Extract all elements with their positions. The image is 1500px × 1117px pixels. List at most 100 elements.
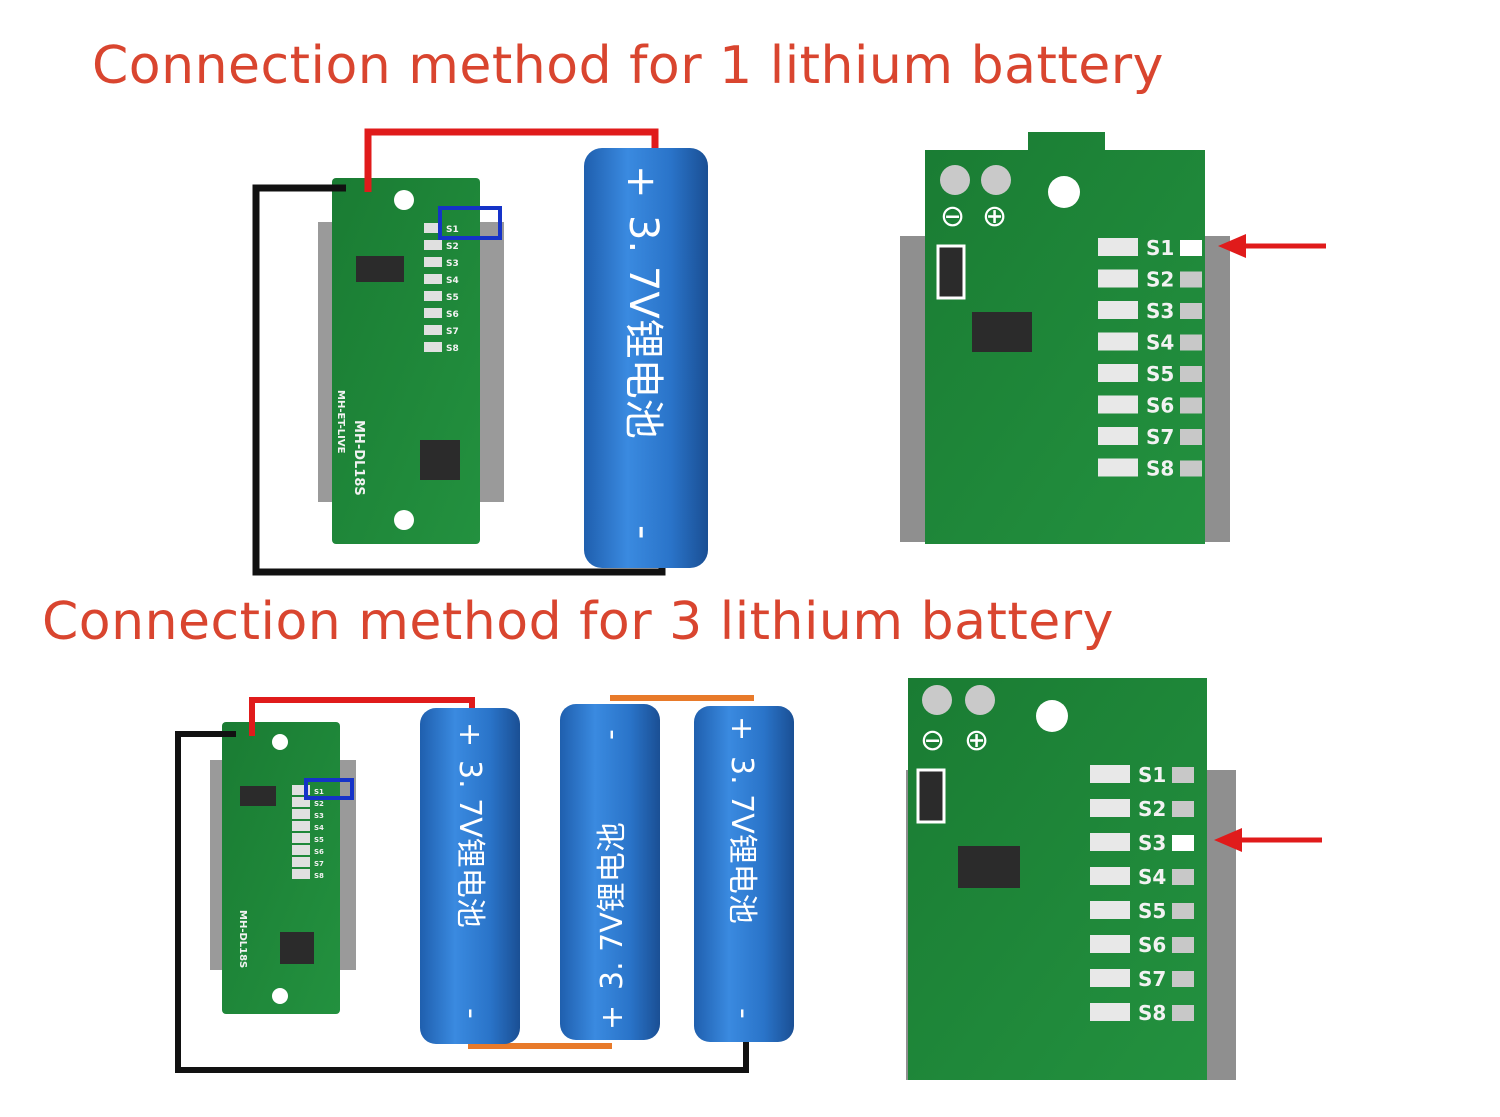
pad-label: S6 xyxy=(1138,933,1166,957)
smd-resistor xyxy=(1090,799,1130,817)
pad-label: S2 xyxy=(314,800,324,808)
led-pad xyxy=(1172,801,1194,817)
battery-cell-1 xyxy=(420,708,520,1044)
led-pad xyxy=(1180,303,1202,319)
battery-plus: + xyxy=(595,1005,630,1030)
title-one-cell: Connection method for 1 lithium battery xyxy=(92,36,1164,96)
led-pad xyxy=(1180,366,1202,382)
mount-hole xyxy=(394,190,414,210)
smd-resistor xyxy=(1098,395,1138,414)
regulator-chip xyxy=(972,312,1032,352)
led-pad xyxy=(1180,334,1202,351)
smd-pad xyxy=(292,845,310,855)
negative-wire xyxy=(175,731,749,1073)
pad-label: S8 xyxy=(1138,1001,1166,1025)
pad-label: S3 xyxy=(314,812,324,820)
pad-label: S2 xyxy=(1138,797,1166,821)
smd-pad xyxy=(424,274,442,284)
smd-resistor xyxy=(1098,238,1138,256)
pos-symbol: ⊕ xyxy=(982,199,1007,234)
battery-plus: + xyxy=(724,716,759,741)
pad-label: S7 xyxy=(1138,967,1166,991)
smd-pad xyxy=(424,308,442,318)
mount-hole xyxy=(394,510,414,530)
pad-label: S1 xyxy=(1146,236,1174,260)
pad-label: S8 xyxy=(314,872,324,880)
led-pad xyxy=(1180,240,1202,256)
led-pad xyxy=(1180,460,1202,477)
board-model-secondary: MH-ET-LIVE xyxy=(335,390,346,454)
mount-hole xyxy=(272,988,288,1004)
positive-wire xyxy=(364,128,659,192)
led-pad xyxy=(1172,835,1194,851)
smd-pad xyxy=(424,257,442,267)
pad-label: S6 xyxy=(446,310,459,320)
pad-label: S1 xyxy=(446,225,459,235)
pad-label: S8 xyxy=(446,344,459,354)
smd-resistor xyxy=(1090,765,1130,783)
pad-label: S5 xyxy=(1138,899,1166,923)
led-pad xyxy=(1180,271,1202,288)
pin-hole-pos xyxy=(981,165,1011,195)
smd-pad xyxy=(292,785,310,795)
smd-resistor xyxy=(1090,833,1130,851)
smd-pad xyxy=(424,223,442,233)
led-pad xyxy=(1172,971,1194,987)
pad-highlight-box xyxy=(304,778,354,800)
battery-minus: - xyxy=(454,1008,489,1019)
negative-wire xyxy=(252,184,666,576)
smd-resistor xyxy=(1090,1003,1130,1021)
smd-resistor xyxy=(1098,458,1138,477)
smd-pad xyxy=(292,809,310,819)
pad-label: S3 xyxy=(446,259,459,269)
pad-label: S1 xyxy=(1138,763,1166,787)
led-pad xyxy=(1180,429,1202,445)
led-pad xyxy=(1172,903,1194,919)
smd-resistor xyxy=(1098,332,1138,351)
pad-label: S3 xyxy=(1138,831,1166,855)
regulator-chip xyxy=(240,786,276,806)
battery-minus: - xyxy=(726,1008,761,1019)
smd-pad xyxy=(424,240,442,250)
battery-cell-3 xyxy=(694,706,794,1042)
pad-label: S2 xyxy=(446,242,459,252)
pad-label: S4 xyxy=(446,276,459,286)
pad-label: S7 xyxy=(446,327,459,337)
smd-pad xyxy=(292,833,310,843)
pad-label: S4 xyxy=(1146,331,1174,355)
pcb-board xyxy=(222,722,340,1014)
battery-minus: - xyxy=(593,729,628,740)
pin-hole-neg xyxy=(922,685,952,715)
pad-label: S4 xyxy=(1138,865,1166,889)
battery-label: 3. 7V锂电池 xyxy=(724,756,759,924)
pos-symbol: ⊕ xyxy=(964,723,989,758)
pad-label: S5 xyxy=(446,293,459,303)
resistor xyxy=(916,768,946,824)
mount-hole xyxy=(1036,700,1068,732)
pin-hole-pos xyxy=(965,685,995,715)
regulator-chip xyxy=(356,256,404,282)
positive-wire xyxy=(249,697,475,736)
led-pad xyxy=(1180,397,1202,414)
regulator-chip xyxy=(958,846,1020,888)
mount-hole xyxy=(1048,176,1080,208)
battery-label: 3. 7V锂电池 xyxy=(620,215,666,439)
smd-resistor xyxy=(1098,364,1138,382)
battery-plus: + xyxy=(618,165,664,199)
pad-label: S4 xyxy=(314,824,324,832)
neg-symbol: ⊖ xyxy=(920,723,945,758)
pin-hole-neg xyxy=(940,165,970,195)
battery-plus: + xyxy=(452,722,487,747)
ic-chip xyxy=(280,932,314,964)
led-pad xyxy=(1172,937,1194,953)
smd-resistor xyxy=(1098,269,1138,288)
battery-minus: - xyxy=(620,525,666,539)
smd-pad xyxy=(424,325,442,335)
title-three-cell: Connection method for 3 lithium battery xyxy=(42,592,1114,652)
